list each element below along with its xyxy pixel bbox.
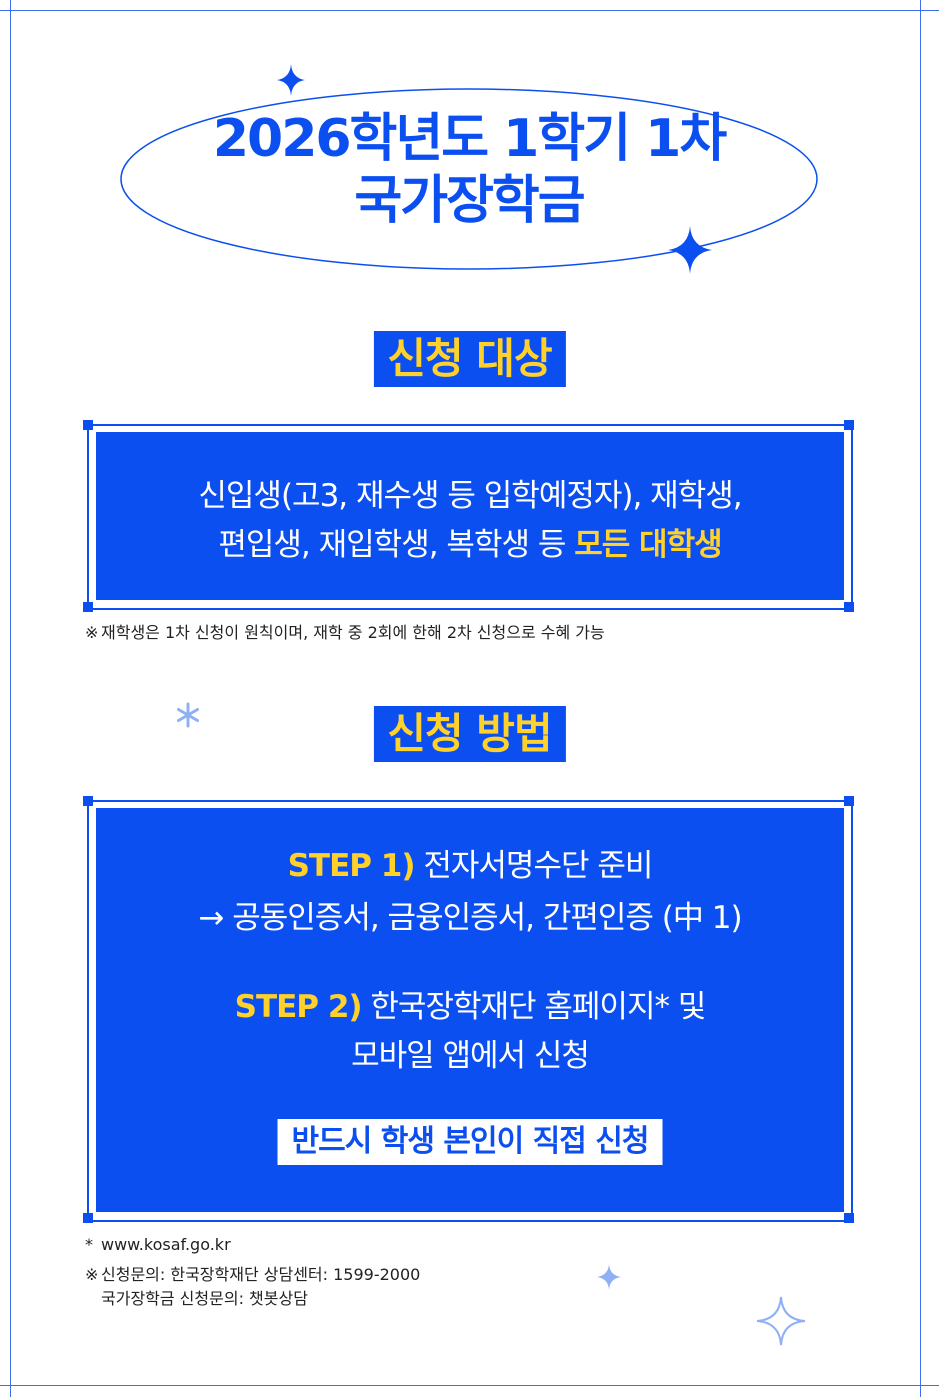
method-box-frame (87, 800, 853, 1222)
footer-contact-line-1: ※신청문의: 한국장학재단 상담센터: 1599-2000 (85, 1264, 420, 1286)
guide-line-top (0, 10, 939, 11)
target-line-1: 신입생(고3, 재수생 등 입학예정자), 재학생, (198, 478, 742, 514)
box-handle (83, 420, 93, 430)
method-box: STEP 1) 전자서명수단 준비 → 공동인증서, 금융인증서, 간편인증 (… (96, 808, 844, 1212)
title-line-1: 2026학년도 1학기 1차 (212, 109, 727, 169)
footer-contact-2: 국가장학금 신청문의: 챗봇상담 (101, 1289, 308, 1308)
contact-mark: ※ (85, 1265, 99, 1284)
target-note: ※재학생은 1차 신청이 원칙이며, 재학 중 2회에 한해 2차 신청으로 수… (85, 622, 605, 644)
box-handle (83, 796, 93, 806)
url-mark: * (85, 1235, 93, 1254)
box-handle (844, 796, 854, 806)
target-line-2: 편입생, 재입학생, 복학생 등 모든 대학생 (96, 521, 844, 570)
box-handle (83, 1213, 93, 1223)
target-highlight: 모든 대학생 (574, 527, 722, 563)
box-handle (844, 602, 854, 612)
step1-line: STEP 1) 전자서명수단 준비 (96, 842, 844, 891)
step1-sub: → 공동인증서, 금융인증서, 간편인증 (中 1) (198, 900, 742, 936)
target-box: 신입생(고3, 재수생 등 입학예정자), 재학생, 편입생, 재입학생, 복학… (96, 432, 844, 600)
note-mark: ※ (85, 623, 99, 642)
guide-line-left (10, 0, 11, 1397)
page-title: 2026학년도 1학기 1차 국가장학금 (118, 108, 820, 232)
title-line-2: 국가장학금 (354, 171, 585, 231)
title-ellipse (120, 88, 818, 270)
target-note-text: 재학생은 1차 신청이 원칙이며, 재학 중 2회에 한해 2차 신청으로 수혜… (101, 623, 605, 642)
box-handle (83, 602, 93, 612)
step2-line: STEP 2) 한국장학재단 홈페이지* 및 (96, 983, 844, 1032)
cta-badge: 반드시 학생 본인이 직접 신청 (277, 1119, 663, 1165)
step2-line-2: 모바일 앱에서 신청 (351, 1038, 590, 1074)
guide-line-right (920, 0, 921, 1397)
step2-text: 한국장학재단 홈페이지* 및 (361, 989, 706, 1025)
step1-text: 전자서명수단 준비 (414, 848, 653, 884)
guide-line-bottom (0, 1385, 939, 1386)
sparkle-icon (756, 1296, 806, 1346)
title-badge: 2026학년도 1학기 1차 국가장학금 (118, 86, 820, 272)
footer-url-line: * www.kosaf.go.kr (85, 1234, 231, 1256)
sparkle-icon (668, 226, 712, 274)
footer-contact-line-2: 국가장학금 신청문의: 챗봇상담 (101, 1288, 308, 1310)
section-heading-method: 신청 방법 (373, 706, 566, 762)
step1-label: STEP 1) (287, 848, 416, 884)
target-line-2-prefix: 편입생, 재입학생, 복학생 등 (218, 527, 575, 563)
asterisk-icon (177, 702, 199, 728)
sparkle-icon (597, 1264, 621, 1290)
section-heading-target: 신청 대상 (373, 331, 566, 387)
footer-url: www.kosaf.go.kr (101, 1235, 231, 1254)
footer-contact-1: 신청문의: 한국장학재단 상담센터: 1599-2000 (101, 1265, 421, 1284)
target-box-frame (87, 424, 853, 610)
box-handle (844, 1213, 854, 1223)
sparkle-icon (277, 64, 305, 96)
box-handle (844, 420, 854, 430)
step2-label: STEP 2) (234, 989, 363, 1025)
